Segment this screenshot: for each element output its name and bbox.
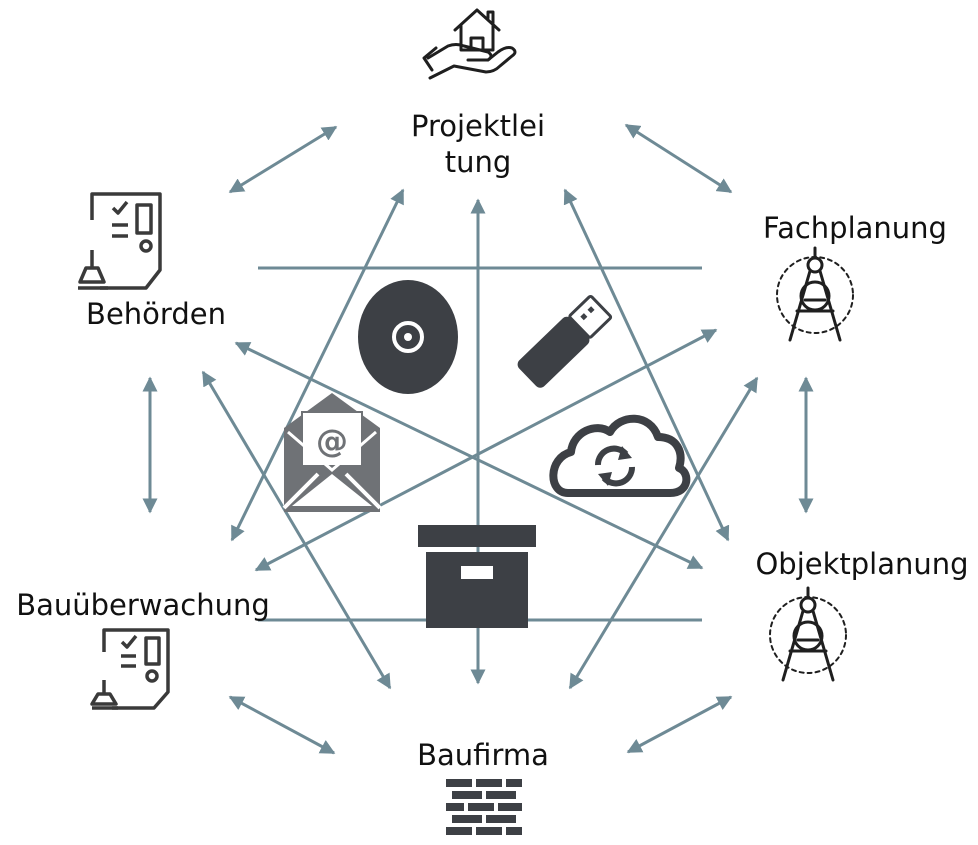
arrow-projektleitung-fachplanung <box>624 123 733 194</box>
arrow-fachplanung-baufirma <box>568 376 759 690</box>
node-label-bauueberwachung: Bauüberwachung <box>16 588 270 622</box>
cloud-sync-icon <box>549 414 691 497</box>
arrow-bauueberwachung-baufirma <box>228 695 336 755</box>
cd-disc-icon <box>358 280 458 394</box>
projektleitung-label-line2: tung <box>444 145 512 179</box>
node-label-projektleitung: Projektlei tung <box>380 108 576 180</box>
stamped-document-icon <box>90 628 170 710</box>
node-label-baufirma: Baufirma <box>417 738 549 772</box>
arrow-behoerden-baufirma <box>201 370 392 690</box>
brick-wall-icon <box>446 779 522 835</box>
archive-box-icon <box>418 525 536 628</box>
arrow-baufirma-objektplanung <box>626 695 733 754</box>
usb-stick-icon <box>517 294 613 388</box>
node-label-fachplanung: Fachplanung <box>763 211 947 245</box>
compass-drafting-icon <box>776 246 854 342</box>
connection-arrows <box>142 123 814 755</box>
house-in-hand-icon <box>422 8 517 80</box>
svg-text:@: @ <box>316 422 348 460</box>
node-label-behoerden: Behörden <box>86 297 226 331</box>
projektleitung-label-line1: Projektlei <box>410 109 546 143</box>
stamped-document-icon <box>78 192 162 290</box>
compass-drafting-icon <box>769 586 847 682</box>
arrow-projektleitung-behoerden <box>228 125 338 194</box>
node-label-objektplanung: Objektplanung <box>755 547 969 581</box>
email-envelope-icon: @ <box>282 393 382 512</box>
